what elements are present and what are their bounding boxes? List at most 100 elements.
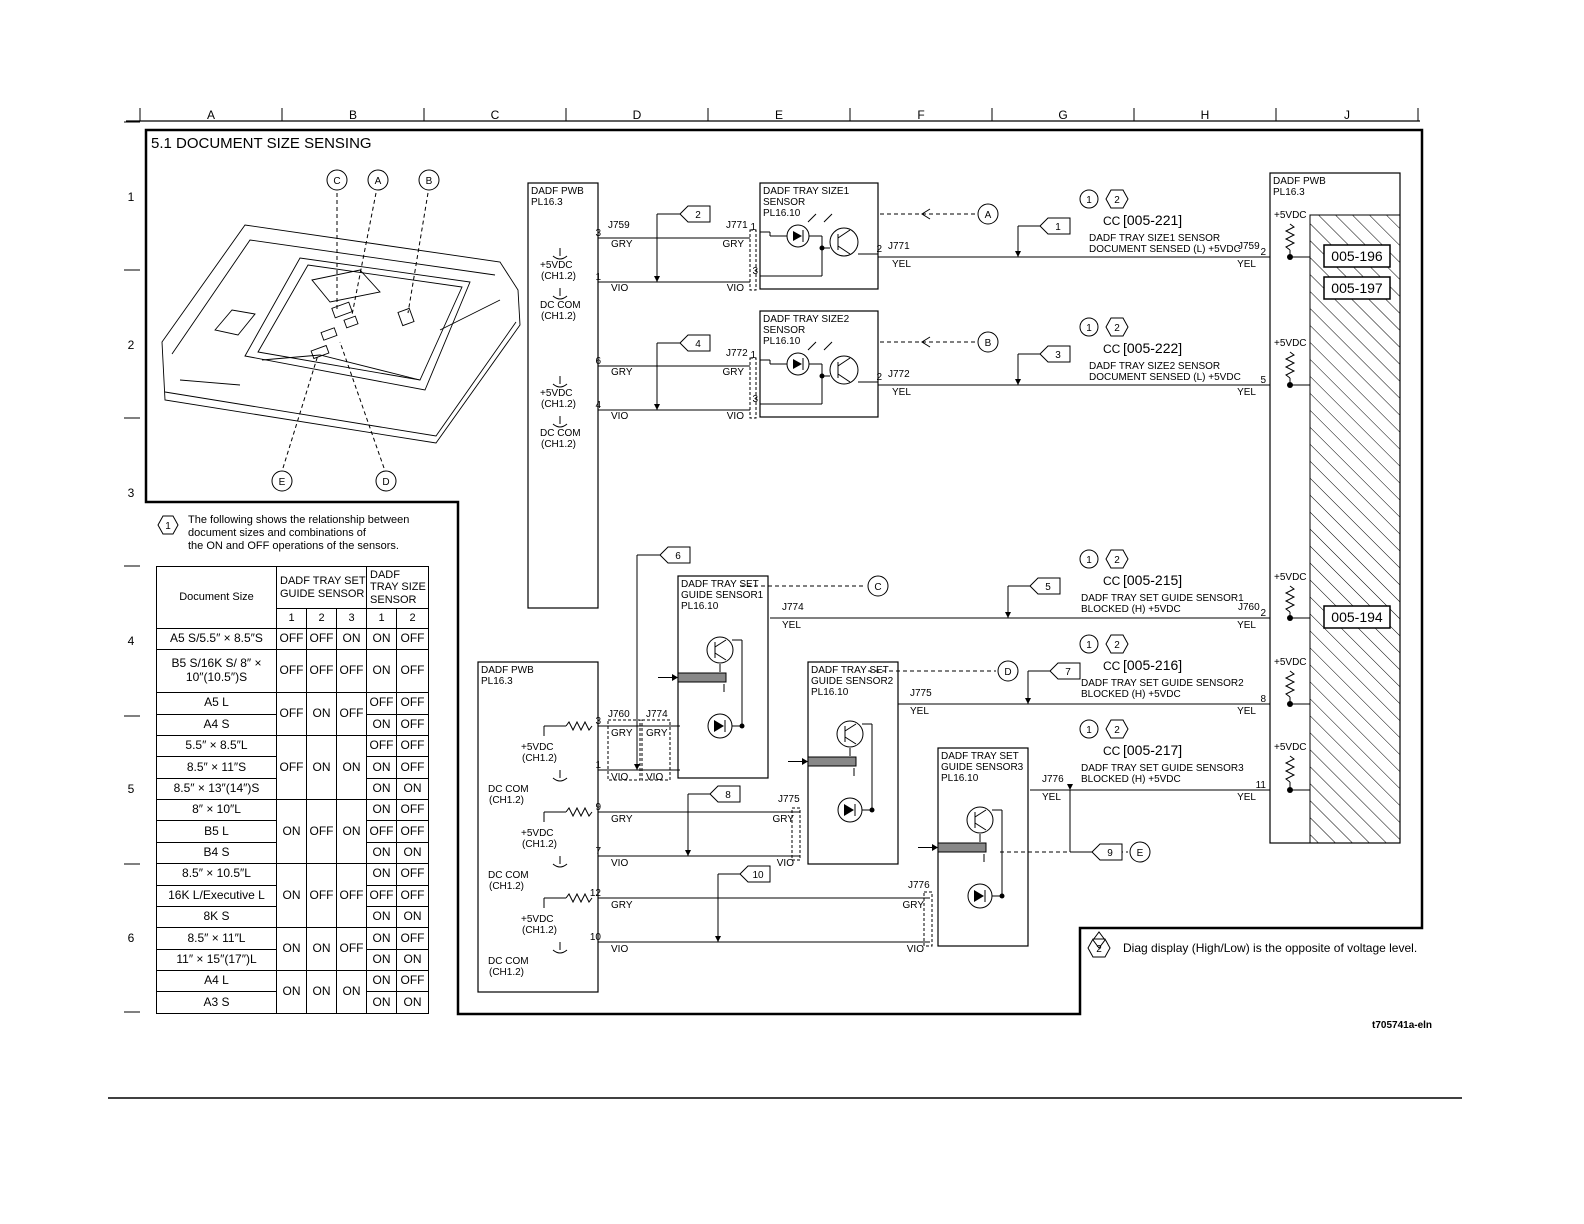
pin-number: 3	[752, 394, 758, 405]
header-size-2: 2	[396, 608, 430, 629]
connector-label: J772	[726, 348, 748, 359]
cc-prefix: CC	[1103, 659, 1121, 673]
guide-sensor-state: ON	[276, 799, 307, 865]
phototransistor-symbol	[836, 720, 864, 748]
grid-column-label: A	[207, 108, 215, 122]
sensor-name: DADF TRAY SET	[681, 579, 759, 590]
arrowhead	[654, 276, 660, 282]
signal-description: DADF TRAY SIZE1 SENSOR	[1089, 233, 1220, 244]
guide-sensor-state: ON	[306, 734, 337, 801]
callout-a-label: A	[985, 210, 992, 221]
pin-number: 1	[595, 272, 601, 283]
hex-number: 2	[1114, 725, 1120, 736]
connector-j771	[749, 229, 757, 291]
pwb-right-hatch	[1309, 214, 1401, 844]
grid-column-label: F	[917, 108, 924, 122]
sensor-box	[759, 182, 879, 290]
tag-flag	[679, 205, 711, 223]
tag-flag	[1039, 217, 1071, 235]
illustration-callout-d	[375, 470, 397, 492]
resistor	[1284, 223, 1296, 251]
callout-arrow	[921, 336, 931, 348]
size-sensor-state: OFF	[396, 799, 430, 822]
hex-marker	[1105, 634, 1129, 654]
tag-number: 9	[1107, 848, 1113, 859]
signal-description: DADF TRAY SIZE2 SENSOR	[1089, 361, 1220, 372]
pin-number: 1	[750, 222, 756, 233]
resistor	[1284, 351, 1296, 379]
circle-marker	[1079, 317, 1099, 337]
tag-flag	[659, 546, 691, 564]
pin-number: 1	[750, 350, 756, 361]
document-size-cell: 5.5″ × 8.5″L	[156, 734, 277, 758]
status-code-box	[1323, 244, 1391, 268]
phototransistor-symbol	[966, 806, 994, 834]
pwb-top-box	[527, 182, 599, 609]
wire-color-label: GRY	[611, 367, 633, 378]
illustration-callout-c	[326, 169, 348, 191]
status-code: 005-194	[1331, 609, 1383, 625]
wire-color-label: GRY	[611, 900, 633, 911]
size-sensor-state: OFF	[396, 884, 430, 907]
power-source-label: +5VDC	[1274, 338, 1307, 349]
actuator-shutter	[807, 756, 857, 767]
circle-marker	[1079, 189, 1099, 209]
header-guide-3: 3	[335, 608, 368, 629]
power-ch-label: (CH1.2)	[541, 399, 576, 410]
grid-row-label: 2	[128, 338, 135, 352]
pin-number: 3	[595, 716, 601, 727]
arrowhead	[1015, 379, 1021, 385]
grid-column-label: B	[349, 108, 357, 122]
wire-color-label: GRY	[611, 728, 633, 739]
guide-sensor-state: ON	[276, 970, 307, 1014]
pin-number: 3	[595, 228, 601, 239]
arrowhead	[685, 850, 691, 856]
size-sensor-state: OFF	[396, 863, 430, 886]
size-sensor-state: ON	[366, 970, 398, 993]
size-sensor-state: ON	[396, 777, 430, 801]
arrowhead	[654, 404, 660, 410]
connector-j760	[607, 719, 641, 781]
wire-color-label: YEL	[1237, 387, 1256, 398]
light-arrow	[823, 341, 833, 351]
pwb-bottom-pl: PL16.3	[481, 676, 513, 687]
grid-row-label: 5	[128, 782, 135, 796]
pwb-top-name: DADF PWB	[531, 186, 584, 197]
transistor-collector	[974, 809, 987, 818]
transistor-emitter	[837, 245, 851, 255]
callout-c-label: C	[874, 582, 881, 593]
size-sensor-state: OFF	[396, 692, 430, 715]
tag-flag	[739, 865, 771, 883]
power-ch-label: (CH1.2)	[489, 881, 524, 892]
size-sensor-state: OFF	[366, 884, 398, 907]
power-source-label: DC COM	[540, 300, 581, 311]
wire-color-label: VIO	[611, 858, 628, 869]
wire-color-label: GRY	[903, 900, 925, 911]
guide-sensor-state: ON	[276, 927, 307, 972]
illustration-callout-d-label: D	[382, 477, 389, 488]
tag-number: 10	[752, 870, 764, 881]
wire-color-label: GRY	[646, 728, 668, 739]
connector-j776	[923, 891, 933, 947]
arrowhead	[1067, 784, 1073, 790]
size-sensor-state: ON	[366, 649, 398, 694]
junction	[999, 893, 1005, 899]
document-size-cell: A5 L	[156, 692, 277, 715]
wire-color-label: VIO	[611, 772, 628, 783]
hex-number: 2	[1114, 640, 1120, 651]
grid-row-label: 6	[128, 931, 135, 945]
power-source-label: +5VDC	[540, 388, 573, 399]
pwb-bottom-box	[477, 661, 599, 993]
wire-color-label: VIO	[907, 944, 924, 955]
size-sensor-state: ON	[366, 627, 398, 651]
connector-label: J776	[1042, 774, 1064, 785]
pin-number: 11	[1256, 780, 1267, 791]
callout-a	[977, 203, 999, 225]
